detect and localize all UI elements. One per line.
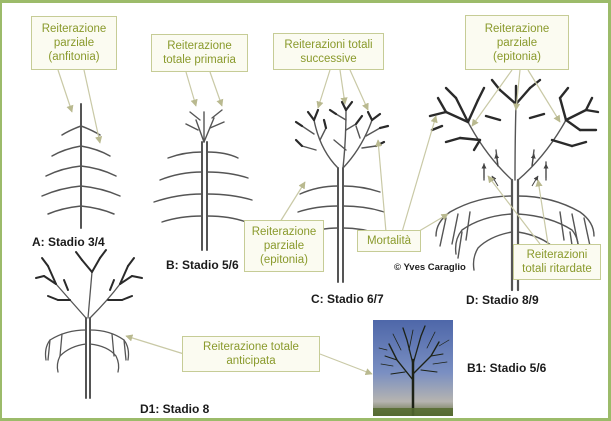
stage-label-a: A: Stadio 3/4: [32, 235, 105, 249]
tree-photo: [373, 320, 453, 416]
stage-label-b1: B1: Stadio 5/6: [467, 361, 547, 375]
tree-d1: [44, 271, 130, 399]
stage-label-d1: D1: Stadio 8: [140, 402, 210, 416]
tree-d-dead-crown: [428, 78, 600, 152]
tree-d: [435, 103, 595, 292]
tree-b: [153, 109, 253, 251]
callout-reiterazione-parziale-epitonia-top: Reiterazione parziale (epitonia): [465, 15, 569, 70]
tree-d1-crown: [35, 249, 143, 301]
callout-mortalita: Mortalità: [357, 230, 421, 252]
tree-c-dead-tips: [294, 100, 390, 148]
tree-a: [41, 103, 121, 229]
callout-reiterazioni-totali-ritardate: Reiterazioni totali ritardate: [513, 244, 601, 280]
stage-label-c: C: Stadio 6/7: [311, 292, 384, 306]
callout-reiterazione-parziale-anfitonia: Reiterazione parziale (anfitonia): [31, 16, 117, 70]
callout-reiterazione-totale-primaria: Reiterazione totale primaria: [151, 34, 248, 72]
tree-c: [297, 109, 385, 283]
connector-arrows: [57, 69, 561, 376]
tree-silhouette-icon: [373, 325, 453, 416]
photo-credit: © Yves Caraglio: [394, 262, 466, 273]
stage-label-d: D: Stadio 8/9: [466, 293, 539, 307]
callout-reiterazioni-totali-successive: Reiterazioni totali successive: [273, 33, 384, 70]
callout-reiterazione-parziale-epitonia-mid: Reiterazione parziale (epitonia): [244, 220, 324, 272]
callout-reiterazione-totale-anticipata: Reiterazione totale anticipata: [182, 336, 320, 372]
stage-label-b: B: Stadio 5/6: [166, 258, 239, 272]
